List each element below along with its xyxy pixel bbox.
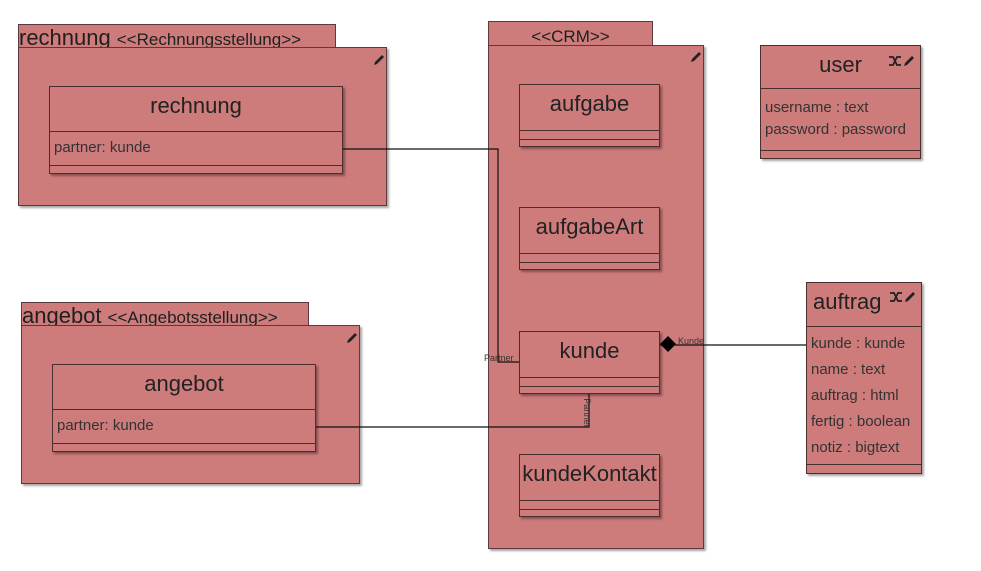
class-auftrag[interactable]: auftrag kunde : kunde name : text auftra… [806, 282, 922, 474]
attribute-name: name [811, 361, 849, 378]
class-auftrag-name: auftrag [807, 283, 921, 327]
class-rechnung-attributes: partner: kunde [50, 132, 342, 166]
package-crm-title: <<CRM>> [488, 27, 653, 47]
attribute-row: password : password [765, 121, 906, 138]
attribute-row: name : text [811, 361, 886, 378]
role-label-partner-angebot: Partner [581, 398, 592, 428]
attribute-row: partner: kunde [54, 139, 151, 156]
class-kunde[interactable]: kunde [519, 331, 660, 394]
class-kundeKontakt[interactable]: kundeKontakt [519, 454, 660, 517]
package-angebot-tab[interactable] [21, 302, 309, 326]
attribute-type: kunde [112, 417, 154, 434]
attribute-type: text [861, 361, 886, 378]
class-angebot[interactable]: angebot partner: kunde [52, 364, 316, 452]
class-user-attributes: username : text password : password [761, 89, 920, 151]
pencil-icon[interactable] [345, 331, 359, 345]
class-kunde-name: kunde [520, 332, 659, 378]
package-rechnung-title: rechnung <<Rechnungsstellung>> [19, 25, 301, 51]
attribute-row: notiz : bigtext [811, 439, 900, 456]
pencil-icon[interactable] [902, 54, 916, 68]
attribute-name: notiz [811, 439, 843, 456]
package-crm-tab[interactable] [488, 21, 653, 46]
role-label-partner-rechnung: Partner [484, 353, 514, 363]
attribute-name: partner [57, 417, 105, 434]
class-kunde-attributes [520, 378, 659, 387]
pencil-icon[interactable] [689, 50, 703, 64]
class-angebot-name: angebot [53, 365, 315, 410]
attribute-name: username [765, 99, 832, 116]
attribute-row: partner: kunde [57, 417, 154, 434]
attribute-type: password [841, 121, 906, 138]
class-aufgabe-name: aufgabe [520, 85, 659, 131]
attribute-row: fertig : boolean [811, 413, 911, 430]
attribute-row: auftrag : html [811, 387, 899, 404]
attribute-name: auftrag [811, 387, 858, 404]
attribute-type: kunde [109, 139, 151, 156]
class-aufgabe[interactable]: aufgabe [519, 84, 660, 147]
association-angebot-kunde[interactable] [316, 394, 590, 428]
class-aufgabeArt-name: aufgabeArt [520, 208, 659, 254]
attribute-type: text [844, 99, 869, 116]
shuffle-icon[interactable] [889, 290, 903, 304]
class-aufgabeArt[interactable]: aufgabeArt [519, 207, 660, 270]
attribute-name: password [765, 121, 830, 138]
class-user-name: user [761, 46, 920, 89]
attribute-type: bigtext [855, 439, 900, 456]
package-rechnung-stereotype: <<Rechnungsstellung>> [116, 30, 302, 49]
package-angebot-title: angebot <<Angebotsstellung>> [22, 303, 278, 329]
class-auftrag-attributes: kunde : kunde name : text auftrag : html… [807, 327, 921, 465]
class-aufgabe-attributes [520, 131, 659, 140]
pencil-icon[interactable] [372, 53, 386, 67]
attribute-row: username : text [765, 99, 869, 116]
attribute-name: kunde [811, 335, 852, 352]
class-rechnung-name: rechnung [50, 87, 342, 132]
pencil-icon[interactable] [903, 290, 917, 304]
shuffle-icon[interactable] [888, 54, 902, 68]
package-angebot-name: angebot [22, 303, 102, 328]
attribute-name: partner [54, 139, 102, 156]
attribute-row: kunde : kunde [811, 335, 906, 352]
role-label-kunde-auftrag: Kunde [678, 336, 705, 346]
attribute-name: fertig [811, 413, 845, 430]
class-kundeKontakt-attributes [520, 501, 659, 510]
package-angebot-stereotype: <<Angebotsstellung>> [107, 308, 278, 327]
attribute-type: boolean [856, 413, 911, 430]
class-angebot-attributes: partner: kunde [53, 410, 315, 444]
package-crm-stereotype: <<CRM>> [531, 27, 610, 46]
association-rechnung-kunde[interactable] [343, 148, 519, 363]
class-kundeKontakt-name: kundeKontakt [520, 455, 659, 501]
package-rechnung-name: rechnung [19, 25, 111, 50]
class-aufgabeArt-attributes [520, 254, 659, 263]
attribute-type: html [870, 387, 899, 404]
composition-diamond [660, 336, 676, 352]
attribute-type: kunde [864, 335, 906, 352]
class-rechnung[interactable]: rechnung partner: kunde [49, 86, 343, 174]
